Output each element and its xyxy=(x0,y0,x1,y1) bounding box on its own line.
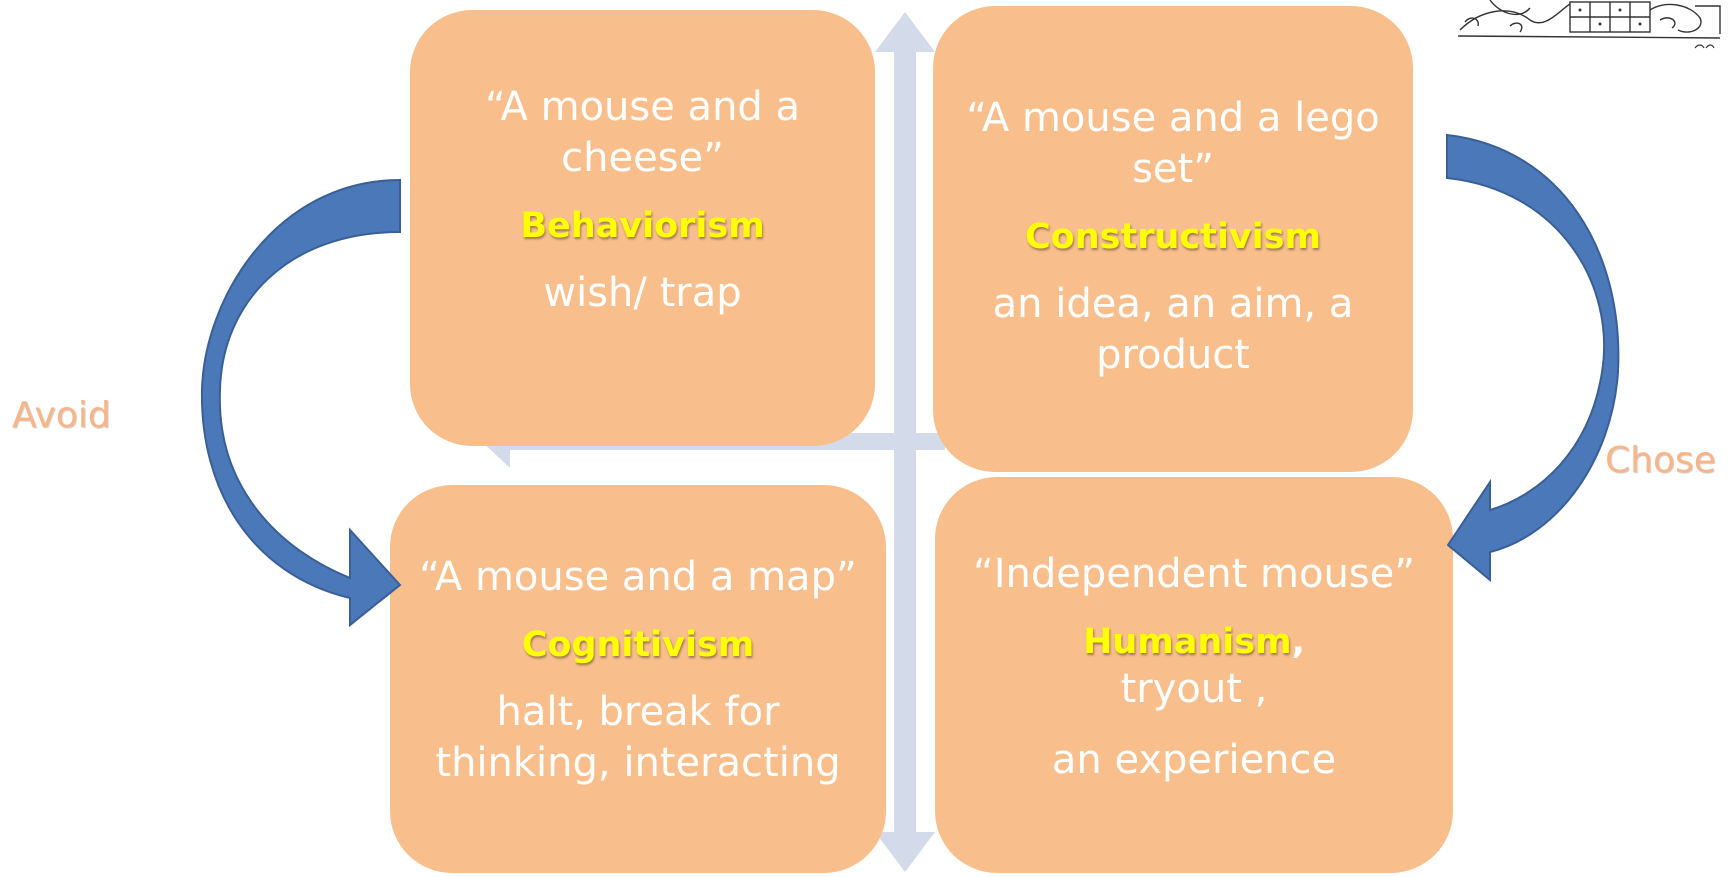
constructivism-description-line-1: an idea, an aim, a xyxy=(992,281,1354,327)
quadrant-behaviorism: “A mouse and a cheese” Behaviorism wish/… xyxy=(410,10,875,446)
quadrant-cognitivism: “A mouse and a map” Cognitivism halt, br… xyxy=(390,485,886,873)
constructivism-term: Constructivism xyxy=(1025,217,1321,257)
humanism-term-line: Humanism, xyxy=(953,620,1435,664)
constructivism-quote-line-1: “A mouse and a lego xyxy=(966,95,1380,141)
behaviorism-quote-line-2: cheese” xyxy=(561,135,724,181)
constructivism-quote-line-2: set” xyxy=(1132,146,1214,192)
chose-label: Chose xyxy=(1605,440,1716,481)
avoid-curved-arrow xyxy=(200,178,402,628)
behaviorism-term: Behaviorism xyxy=(520,206,765,246)
humanism-quote: “Independent mouse” xyxy=(973,551,1415,597)
humanism-description-line-2: an experience xyxy=(1051,737,1337,783)
cognitivism-description-line-2: thinking, interacting xyxy=(435,740,841,786)
cognitivism-term: Cognitivism xyxy=(521,625,755,665)
chose-curved-arrow xyxy=(1446,133,1620,583)
behaviorism-quote-line-1: “A mouse and a xyxy=(484,84,801,130)
quadrant-constructivism: “A mouse and a lego set” Constructivism … xyxy=(933,6,1413,472)
behaviorism-description: wish/ trap xyxy=(543,270,742,316)
cognitivism-quote: “A mouse and a map” xyxy=(419,554,857,600)
constructivism-description-line-2: product xyxy=(1096,332,1250,378)
humanism-description-line-1: tryout , xyxy=(1120,666,1268,712)
quadrant-humanism: “Independent mouse” Humanism, tryout , a… xyxy=(935,477,1453,873)
sketch-drawing-image xyxy=(1456,0,1726,49)
humanism-term: Humanism xyxy=(1083,622,1292,662)
avoid-label: Avoid xyxy=(12,395,111,436)
cognitivism-description-line-1: halt, break for xyxy=(496,689,780,735)
humanism-term-comma: , xyxy=(1291,622,1305,662)
